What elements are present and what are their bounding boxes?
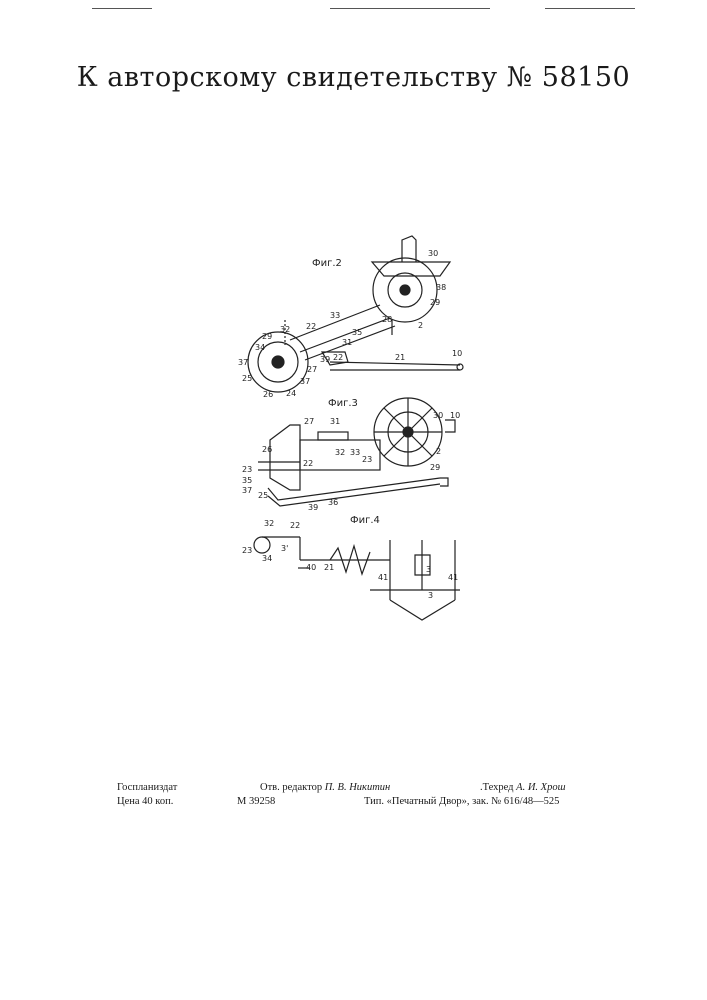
svg-text:3: 3 [426, 565, 431, 574]
svg-text:3': 3' [281, 544, 288, 553]
svg-text:3: 3 [428, 591, 433, 600]
svg-text:2: 2 [418, 321, 423, 330]
svg-text:31: 31 [330, 417, 340, 426]
footer-editor: Отв. редактор П. В. Никитин [260, 782, 390, 793]
svg-text:31: 31 [342, 338, 352, 347]
footer-price: Цена 40 коп. [117, 796, 173, 807]
svg-text:32: 32 [335, 448, 345, 457]
footer-techred-name: А. И. Хрош [516, 782, 565, 793]
svg-text:32: 32 [264, 519, 274, 528]
svg-text:37: 37 [242, 486, 252, 495]
svg-text:29: 29 [262, 332, 272, 341]
svg-text:21: 21 [324, 563, 334, 572]
svg-text:25: 25 [242, 374, 252, 383]
svg-text:24: 24 [286, 389, 296, 398]
svg-text:28: 28 [382, 315, 392, 324]
svg-text:29: 29 [430, 298, 440, 307]
svg-text:33: 33 [350, 448, 360, 457]
svg-text:22: 22 [333, 353, 343, 362]
svg-text:10: 10 [452, 349, 462, 358]
footer-printer: Тип. «Печатный Двор», зак. № 616/48—525 [364, 796, 559, 807]
svg-text:37: 37 [300, 377, 310, 386]
figure-2-numbers: 30 38 29 28 2 33 35 22 32 29 34 37 25 26… [238, 249, 462, 399]
svg-text:29: 29 [430, 463, 440, 472]
footer-publisher: Госпланиздат [117, 782, 177, 793]
svg-text:37: 37 [238, 358, 248, 367]
svg-text:22: 22 [306, 322, 316, 331]
svg-text:25: 25 [258, 491, 268, 500]
svg-text:41: 41 [378, 573, 388, 582]
svg-text:27: 27 [307, 365, 317, 374]
svg-text:35: 35 [352, 328, 362, 337]
svg-text:38: 38 [436, 283, 446, 292]
figure-4-label: Фиг.4 [350, 515, 380, 526]
svg-text:26: 26 [262, 445, 272, 454]
svg-text:22: 22 [303, 459, 313, 468]
svg-text:32: 32 [280, 325, 290, 334]
svg-text:23: 23 [242, 465, 252, 474]
svg-text:35: 35 [242, 476, 252, 485]
figure-2-label: Фиг.2 [312, 258, 342, 269]
svg-text:21: 21 [395, 353, 405, 362]
svg-text:30: 30 [428, 249, 438, 258]
figure-3-label: Фиг.3 [328, 398, 358, 409]
svg-text:27: 27 [304, 417, 314, 426]
footer-editor-name: П. В. Никитин [325, 782, 391, 793]
svg-text:34: 34 [262, 554, 272, 563]
svg-text:40: 40 [306, 563, 316, 572]
svg-text:26: 26 [263, 390, 273, 399]
footer-editor-prefix: Отв. редактор [260, 782, 322, 793]
svg-text:2: 2 [436, 447, 441, 456]
figure-2-drawing [248, 236, 463, 392]
footer-techred-prefix: .Техред [480, 782, 514, 793]
footer-order-no: М 39258 [237, 796, 275, 807]
svg-text:41: 41 [448, 573, 458, 582]
svg-text:33: 33 [330, 311, 340, 320]
footer-techred: .Техред А. И. Хрош [480, 782, 566, 793]
svg-text:30: 30 [433, 411, 443, 420]
svg-text:10: 10 [450, 411, 460, 420]
svg-text:36: 36 [328, 498, 338, 507]
svg-text:22: 22 [290, 521, 300, 530]
svg-text:23: 23 [362, 455, 372, 464]
svg-text:23: 23 [242, 546, 252, 555]
svg-text:34: 34 [255, 343, 265, 352]
svg-text:39: 39 [320, 355, 330, 364]
svg-text:39: 39 [308, 503, 318, 512]
